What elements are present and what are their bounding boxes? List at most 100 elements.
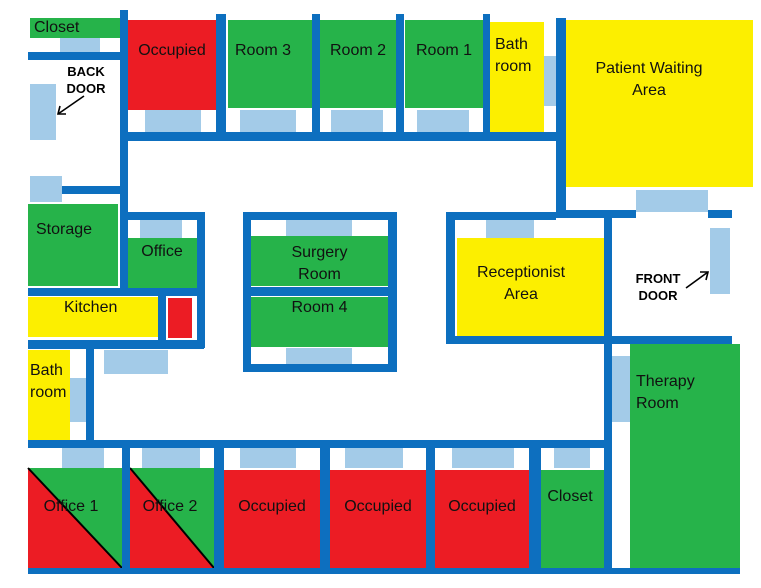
wall <box>216 14 226 134</box>
wall <box>120 132 556 141</box>
wall <box>28 340 204 349</box>
occupied-bottom-3 <box>435 470 529 568</box>
doorway <box>636 190 708 212</box>
storage-room <box>28 204 118 286</box>
wall <box>556 210 636 218</box>
wall <box>120 204 128 294</box>
back-door-label: BACK DOOR <box>66 64 106 96</box>
kitchen <box>28 297 158 337</box>
wall <box>243 364 397 372</box>
doorway <box>145 110 201 132</box>
doorway <box>140 220 182 238</box>
wall <box>120 10 128 210</box>
surgery-room <box>251 236 388 286</box>
wall <box>243 287 397 296</box>
wall <box>28 52 128 60</box>
patient-waiting-area <box>566 20 753 187</box>
wall <box>28 288 198 296</box>
bathroom-left <box>28 350 70 440</box>
office-2 <box>130 468 214 568</box>
occupied-bottom-1 <box>224 470 320 568</box>
wall <box>243 212 397 220</box>
wall <box>197 212 205 348</box>
office-label: Office <box>141 243 183 260</box>
room-1-label: Room 1 <box>415 42 473 59</box>
wall <box>529 440 541 568</box>
occupied-bottom-3-label: Occupied <box>448 498 516 515</box>
occupied-top-room <box>128 20 216 110</box>
wall <box>604 336 612 568</box>
therapy-room <box>630 344 740 569</box>
wall <box>214 440 224 568</box>
wall <box>604 212 612 346</box>
wall <box>426 440 435 568</box>
wall <box>128 212 204 220</box>
doorway <box>544 56 556 106</box>
occupied-top-label: Occupied <box>138 42 206 59</box>
wall <box>158 296 166 342</box>
room-1 <box>405 20 483 108</box>
patient-waiting-label: Patient Waiting Area <box>595 60 703 99</box>
doorway <box>286 220 352 236</box>
room-4-label: Room 4 <box>291 299 348 316</box>
doorway <box>104 350 168 374</box>
closet-top <box>30 18 122 38</box>
kitchen-label: Kitchen <box>64 299 118 316</box>
doorway <box>331 110 383 132</box>
doorway <box>240 448 296 468</box>
bathroom-left-label: Bath room <box>30 362 67 401</box>
doorway <box>554 448 590 468</box>
back-door-arrow-icon <box>56 95 85 115</box>
doorway <box>70 378 86 422</box>
office-room <box>127 238 197 288</box>
closet-bottom-label: Closet <box>547 488 593 505</box>
office-2-label: Office 2 <box>142 498 198 515</box>
room-3-label: Room 3 <box>234 42 292 59</box>
room-3 <box>228 20 312 108</box>
room-4 <box>251 297 388 347</box>
wall <box>312 14 320 134</box>
bathroom-top <box>490 22 544 132</box>
wall <box>483 14 490 134</box>
doorway <box>240 110 296 132</box>
surgery-room-label: Surgery Room <box>291 244 348 283</box>
doorway <box>286 348 352 364</box>
wall <box>708 210 732 218</box>
office-1 <box>28 468 122 568</box>
room-2-label: Room 2 <box>329 42 387 59</box>
occupied-bottom-2-label: Occupied <box>344 498 412 515</box>
front-door-opening <box>710 228 730 294</box>
wall <box>446 212 455 344</box>
wall <box>28 568 740 574</box>
front-door-label: FRONT DOOR <box>635 271 681 303</box>
closet-bottom <box>541 470 605 568</box>
wall <box>396 14 404 134</box>
doorway <box>486 220 534 238</box>
wall <box>62 186 120 194</box>
wall <box>446 336 732 344</box>
wall <box>86 346 94 446</box>
doorway <box>612 356 630 422</box>
doorway <box>60 38 100 52</box>
front-door-arrow-icon <box>685 271 710 289</box>
closet-top-label: Closet <box>34 19 80 36</box>
wall <box>320 440 330 568</box>
storage-label: Storage <box>36 221 93 238</box>
receptionist-label: Receptionist Area <box>476 264 566 303</box>
doorway <box>62 448 104 468</box>
doorway <box>345 448 403 468</box>
therapy-room-label: Therapy Room <box>636 373 695 412</box>
occupied-bottom-1-label: Occupied <box>238 498 306 515</box>
bathroom-top-label: Bath room <box>495 36 532 75</box>
doorway <box>452 448 514 468</box>
doorway <box>30 176 62 202</box>
wall <box>446 212 556 220</box>
kitchen-small-red-block <box>168 298 192 338</box>
occupied-bottom-2 <box>330 470 426 568</box>
receptionist-area <box>457 238 605 336</box>
wall <box>556 18 566 214</box>
doorway <box>417 110 469 132</box>
wall <box>122 440 130 568</box>
room-2 <box>320 20 396 108</box>
doorway <box>142 448 200 468</box>
